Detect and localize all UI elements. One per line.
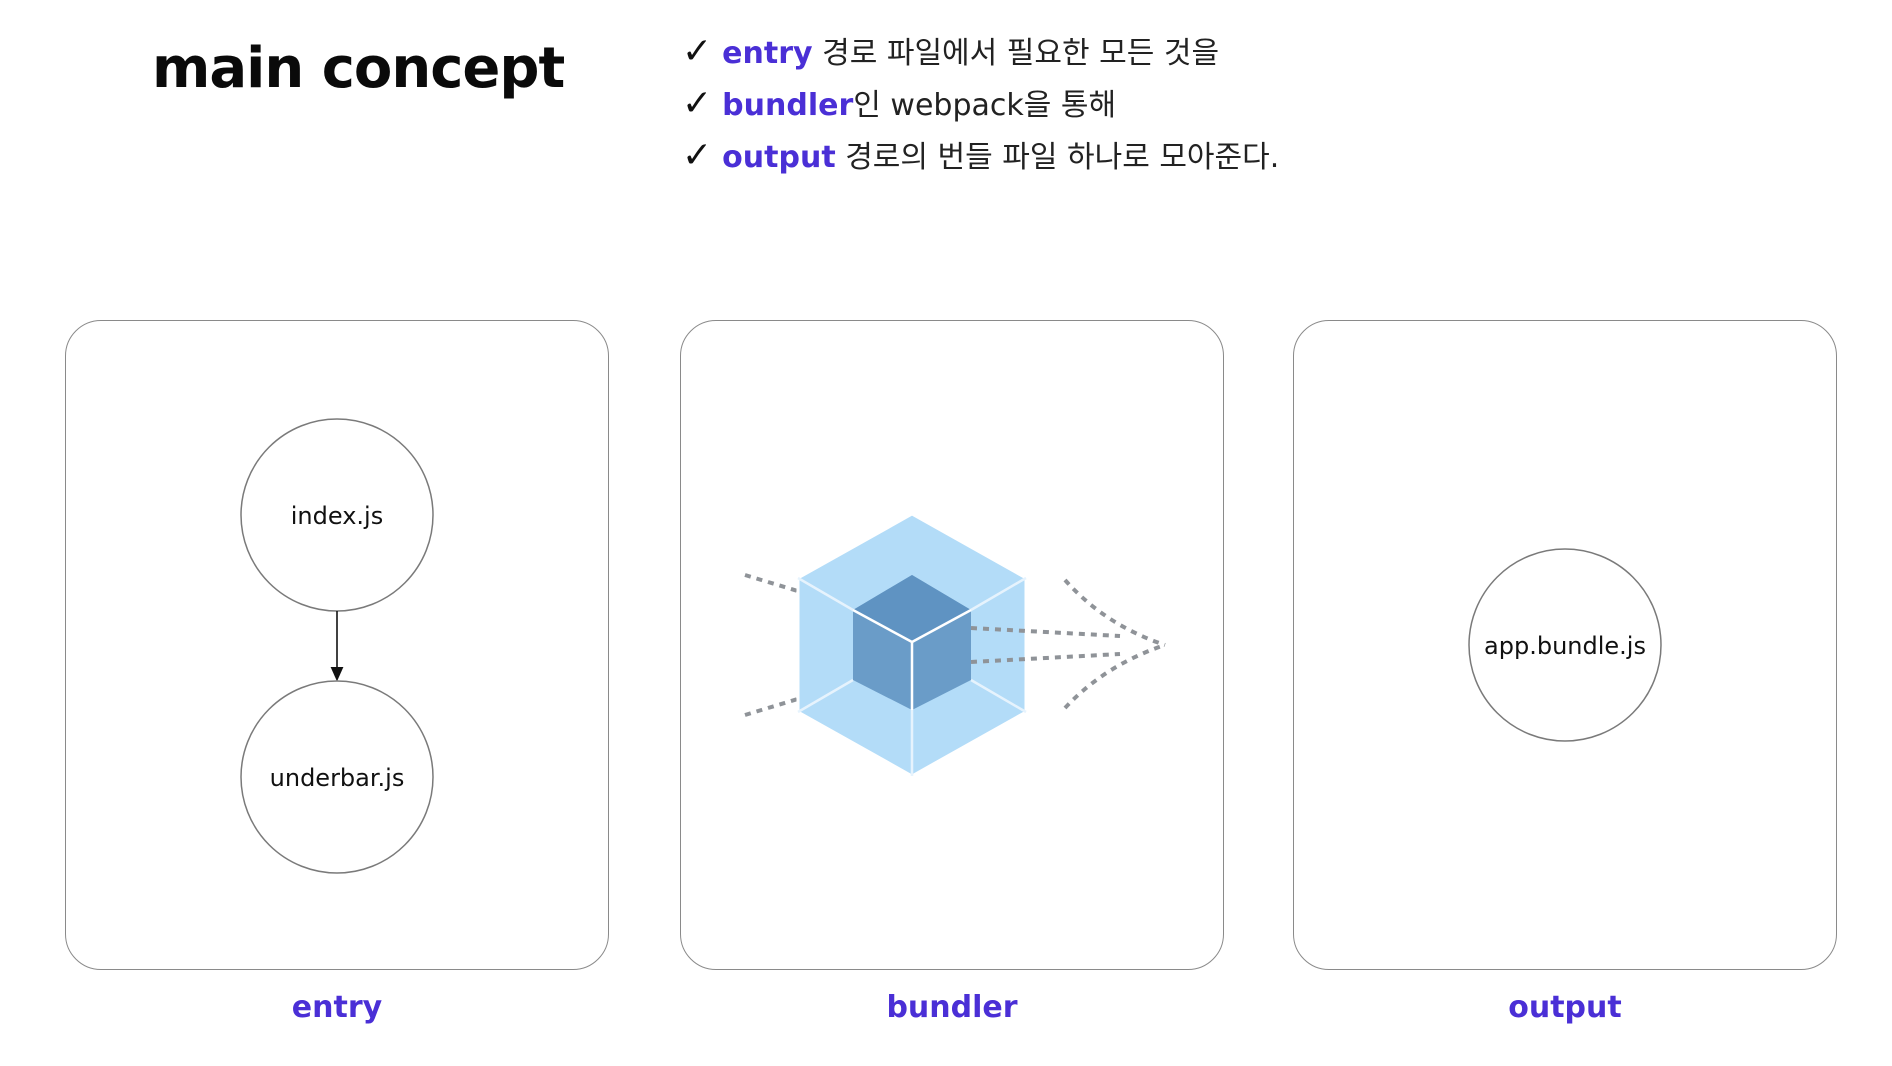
- app-bundle-js-node: [1468, 548, 1662, 742]
- underbar-js-node: [240, 680, 434, 874]
- page-title: main concept: [152, 36, 565, 101]
- index-js-label: index.js: [291, 502, 383, 530]
- bullet-keyword: output: [722, 140, 836, 175]
- check-icon: ✓: [682, 31, 713, 72]
- concept-bullets: ✓ entry 경로 파일에서 필요한 모든 것을 ✓ bundler인 webpa…: [682, 26, 1279, 182]
- webpack-cube-icon: [744, 512, 1166, 778]
- bullet-keyword: bundler: [722, 88, 854, 123]
- underbar-js-label: underbar.js: [270, 764, 405, 792]
- outgoing-dashes: [970, 578, 1166, 710]
- bullet-entry: ✓ entry 경로 파일에서 필요한 모든 것을: [682, 26, 1279, 78]
- bullet-text: 경로의 번들 파일 하나로 모아준다.: [835, 140, 1280, 175]
- bundler-panel-label: bundler: [886, 990, 1018, 1025]
- app-bundle-js-label: app.bundle.js: [1484, 632, 1646, 660]
- check-icon: ✓: [682, 83, 713, 124]
- bullet-text: 인 webpack을 통해: [853, 88, 1117, 123]
- bullet-bundler: ✓ bundler인 webpack을 통해: [682, 78, 1279, 130]
- bullet-keyword: entry: [722, 36, 813, 71]
- bullet-output: ✓ output 경로의 번들 파일 하나로 모아준다.: [682, 130, 1279, 182]
- check-icon: ✓: [682, 135, 713, 176]
- output-panel-label: output: [1508, 990, 1622, 1025]
- bullet-text: 경로 파일에서 필요한 모든 것을: [812, 36, 1220, 71]
- entry-panel-label: entry: [291, 990, 383, 1025]
